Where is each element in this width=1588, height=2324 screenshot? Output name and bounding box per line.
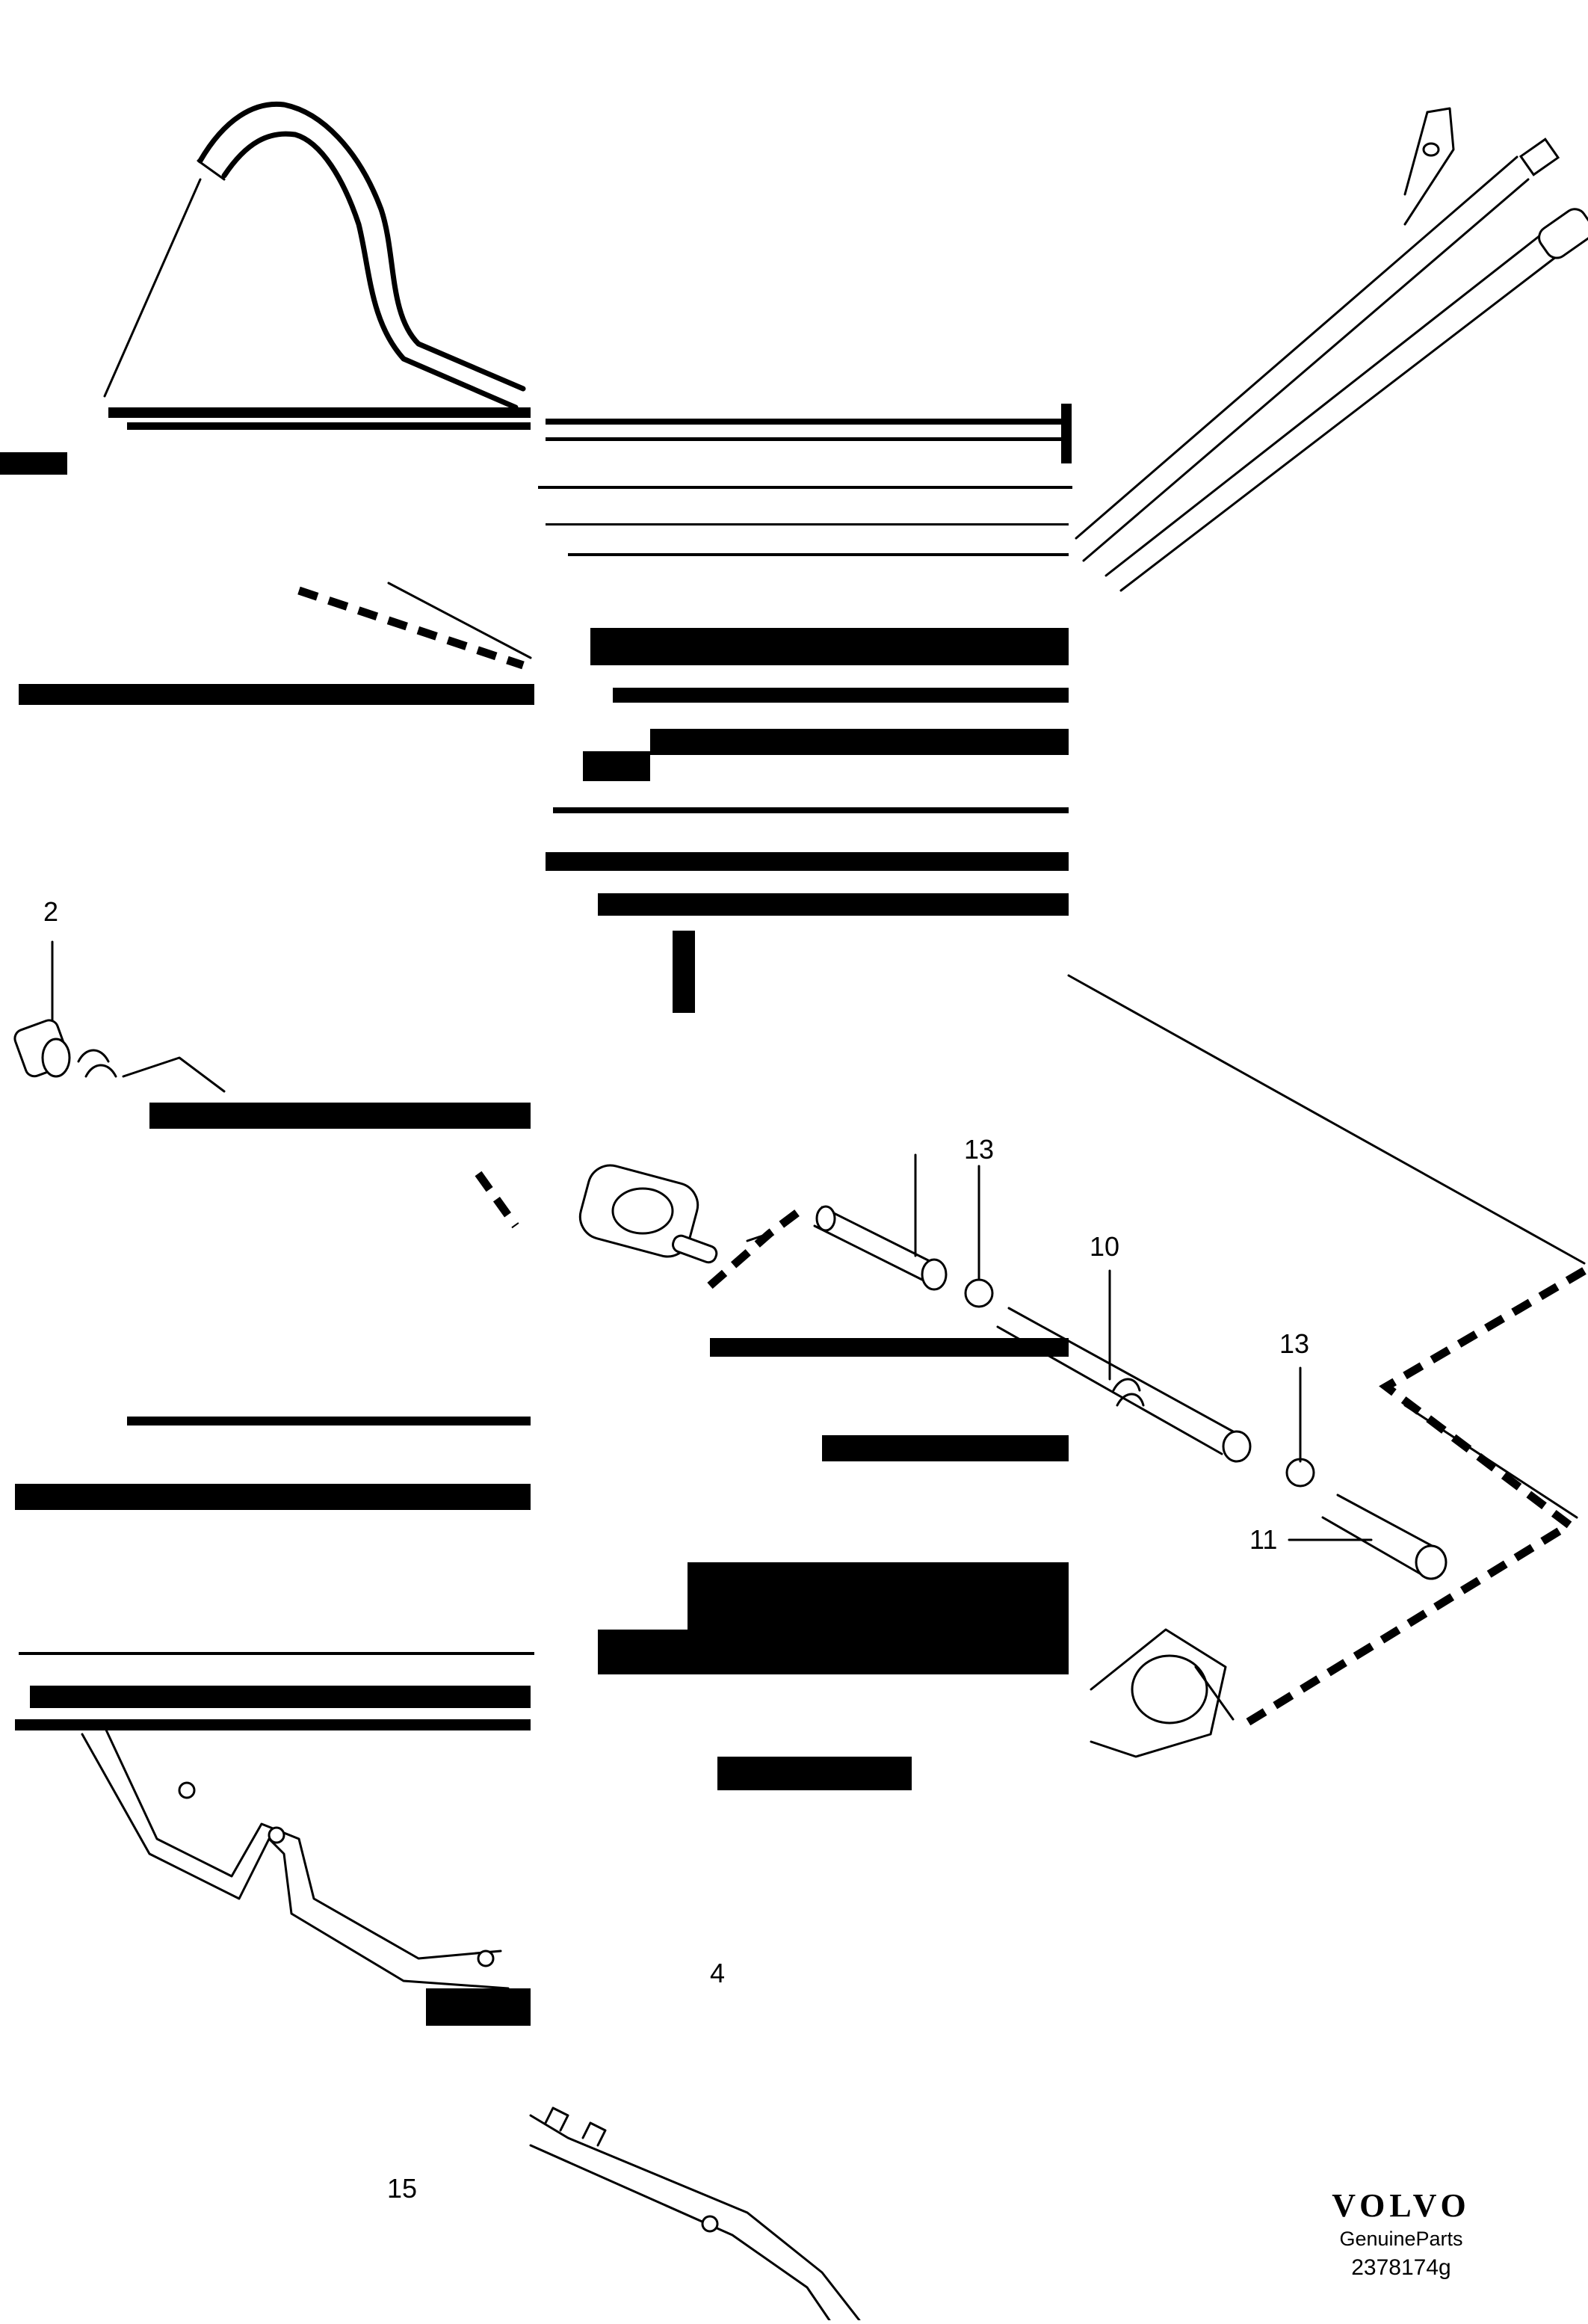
part-4-connector	[578, 1164, 718, 1264]
callout-10: 10	[1090, 1231, 1119, 1262]
band-group-lower	[15, 1103, 1069, 2026]
part-10-tube	[996, 1269, 1252, 1463]
band-group-upper	[0, 404, 1072, 1013]
part-15-bracket	[81, 1725, 510, 1990]
brand-subtitle: GenuineParts	[1339, 2228, 1463, 2250]
callout-13: 13	[1279, 1328, 1309, 1359]
short-hose	[813, 1153, 948, 1291]
callout-2: 2	[43, 896, 58, 927]
callout-4: 4	[710, 1958, 725, 1988]
upper-hose	[103, 101, 526, 410]
part-13-clamps	[964, 1165, 1315, 1488]
diagram-reference: 2378174g	[1351, 2255, 1451, 2280]
part-15-bracket-lower	[529, 2106, 861, 2322]
filler-neck-housing	[1090, 1628, 1235, 1758]
brand-logo: VOLVO	[1332, 2187, 1471, 2224]
part-2-assembly	[13, 940, 226, 1093]
callout-15: 15	[387, 2173, 417, 2204]
upper-right-pipes	[1075, 107, 1588, 592]
leader-lines	[387, 582, 1586, 1519]
part-11-sleeve	[1288, 1494, 1448, 1580]
callout-11: 11	[1249, 1524, 1277, 1555]
callout-13-upper: 13	[964, 1134, 994, 1165]
brand-footer: VOLVO GenuineParts 2378174g	[1304, 2186, 1498, 2281]
